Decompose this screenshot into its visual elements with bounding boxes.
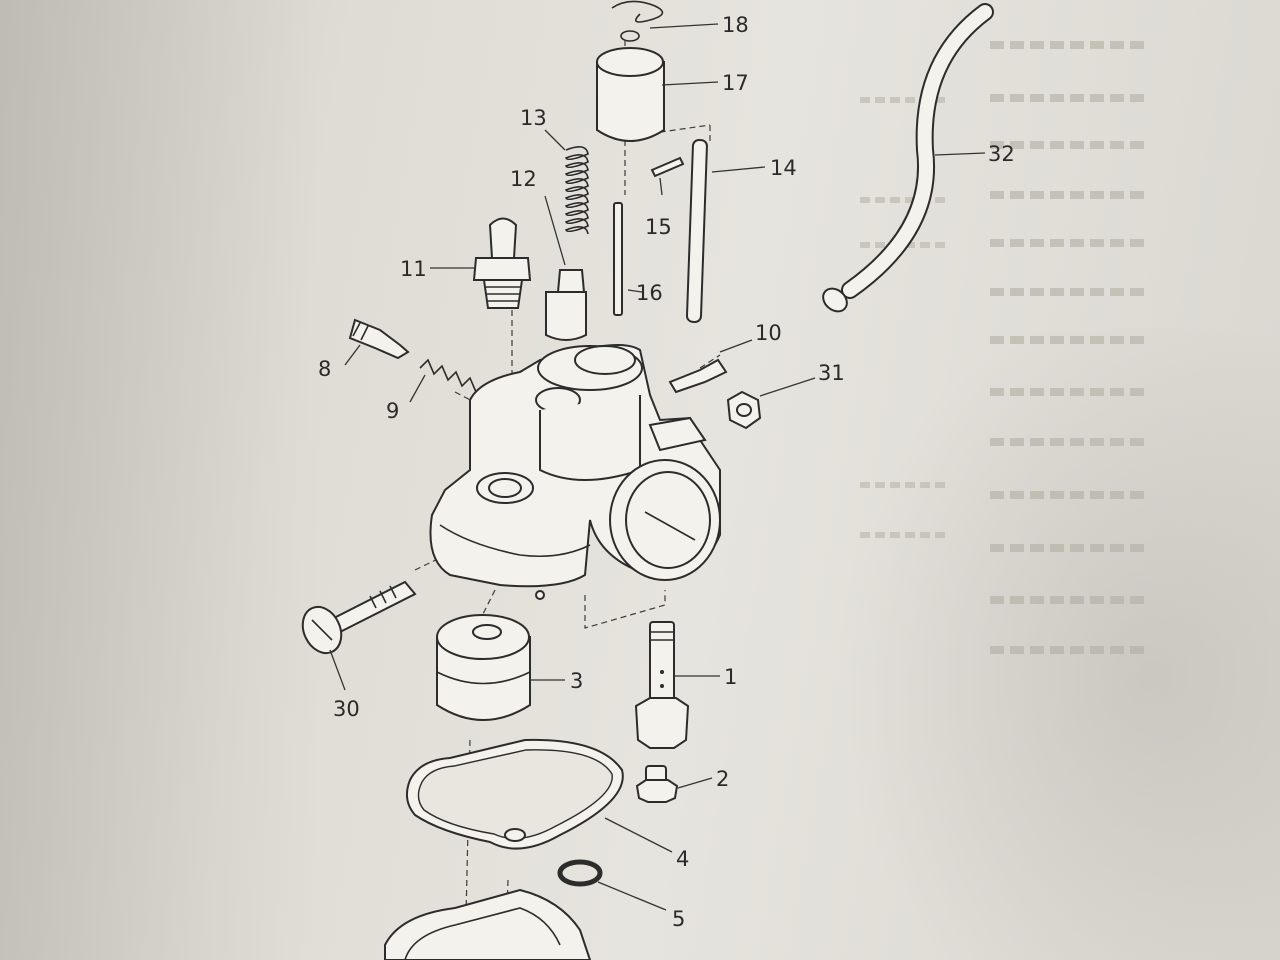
callout-30: 30	[333, 697, 360, 721]
nut-part-31	[726, 390, 762, 430]
callout-9: 9	[386, 399, 399, 423]
callout-32: 32	[988, 142, 1015, 166]
gasket-part-4	[405, 738, 624, 850]
callout-1: 1	[724, 665, 737, 689]
float-bowl	[384, 888, 592, 960]
jet-holder-part-1	[634, 621, 690, 749]
needle-clip-part-15	[650, 156, 685, 178]
spring-part-13	[564, 146, 589, 235]
fuel-inlet-part-11	[472, 217, 532, 309]
overflow-tube-part-32	[822, 3, 994, 313]
cap-part-12	[545, 269, 587, 341]
callout-11: 11	[400, 257, 427, 281]
spring-part-9	[419, 358, 477, 393]
main-jet-part-2	[635, 765, 679, 803]
float-part-3	[436, 614, 531, 721]
stop-screw-part-10	[668, 358, 728, 394]
pilot-screw-part-8	[348, 318, 410, 360]
callout-10: 10	[755, 321, 782, 345]
callout-31: 31	[818, 361, 845, 385]
callout-18: 18	[722, 13, 749, 37]
throttle-valve-part-17	[596, 47, 665, 142]
rod-part-14	[685, 139, 708, 323]
faded-parts-list-column	[860, 41, 1150, 654]
callout-14: 14	[770, 156, 797, 180]
callout-16: 16	[636, 281, 663, 305]
callout-15: 15	[645, 215, 672, 239]
callout-12: 12	[510, 167, 537, 191]
callout-17: 17	[722, 71, 749, 95]
callout-3: 3	[570, 669, 583, 693]
callout-4: 4	[676, 847, 689, 871]
jet-needle-part-16	[613, 202, 623, 316]
callout-2: 2	[716, 767, 729, 791]
callout-13: 13	[520, 106, 547, 130]
clip-part-18	[611, 0, 664, 42]
callout-8: 8	[318, 357, 331, 381]
o-ring-part-5	[557, 859, 603, 887]
screw-part-30	[301, 580, 417, 655]
callout-5: 5	[672, 907, 685, 931]
